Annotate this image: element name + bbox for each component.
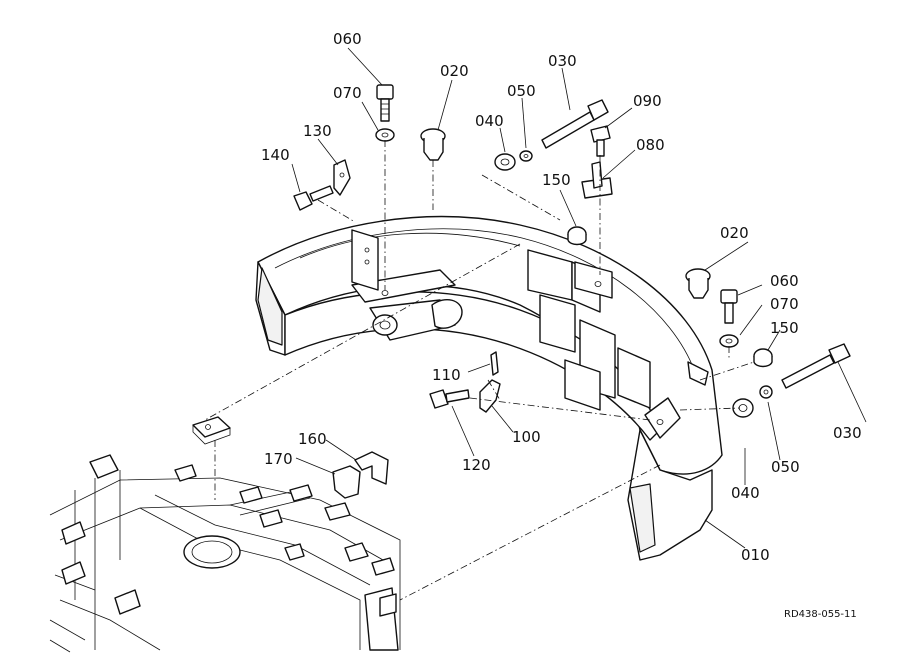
label-090: 090 <box>633 92 662 110</box>
lockwasher-050-right <box>759 385 773 399</box>
stud-020-top <box>420 128 446 161</box>
label-150-top: 150 <box>542 171 571 189</box>
pin-110 <box>490 351 499 376</box>
label-010: 010 <box>741 546 770 564</box>
washer-040-right <box>732 398 754 418</box>
label-040-top: 040 <box>475 112 504 130</box>
washer-070-right <box>719 334 739 348</box>
part-labels: 060 070 020 130 140 040 050 030 090 080 … <box>261 30 862 564</box>
bolt-140 <box>293 185 334 211</box>
machine-frame <box>49 416 401 653</box>
cap-150-right <box>753 348 773 368</box>
drawing-reference: RD438-055-11 <box>784 609 857 620</box>
label-040-right: 040 <box>731 484 760 502</box>
bolt-060-top <box>376 84 394 122</box>
bracket-080 <box>581 161 613 199</box>
bolt-030-top <box>541 99 609 149</box>
label-110: 110 <box>432 366 461 384</box>
leader-lines <box>204 47 867 601</box>
label-060-right: 060 <box>770 272 799 290</box>
label-050-top: 050 <box>507 82 536 100</box>
label-050-right: 050 <box>771 458 800 476</box>
bolt-030-right <box>781 343 851 389</box>
label-030-right: 030 <box>833 424 862 442</box>
label-150-right: 150 <box>770 319 799 337</box>
clip-100 <box>479 379 501 413</box>
washer-070-top <box>375 128 395 142</box>
bolt-090 <box>590 125 611 157</box>
label-160: 160 <box>298 430 327 448</box>
lockwasher-050-top <box>519 150 533 162</box>
label-060-top: 060 <box>333 30 362 48</box>
label-080: 080 <box>636 136 665 154</box>
label-140: 140 <box>261 146 290 164</box>
label-170: 170 <box>264 450 293 468</box>
bolt-060-right <box>720 289 738 324</box>
cap-150-top <box>567 226 587 246</box>
label-120: 120 <box>462 456 491 474</box>
label-070-right: 070 <box>770 295 799 313</box>
stud-020-right <box>685 268 711 299</box>
label-130: 130 <box>303 122 332 140</box>
bolt-120 <box>429 389 470 409</box>
washer-040-top <box>494 153 516 171</box>
label-070-top: 070 <box>333 84 362 102</box>
label-020-top: 020 <box>440 62 469 80</box>
clip-130 <box>333 159 351 196</box>
counterweight-010 <box>255 215 723 561</box>
bracket-170 <box>332 465 361 499</box>
label-100: 100 <box>512 428 541 446</box>
label-030-top: 030 <box>548 52 577 70</box>
label-020-right: 020 <box>720 224 749 242</box>
bracket-160 <box>354 451 389 485</box>
